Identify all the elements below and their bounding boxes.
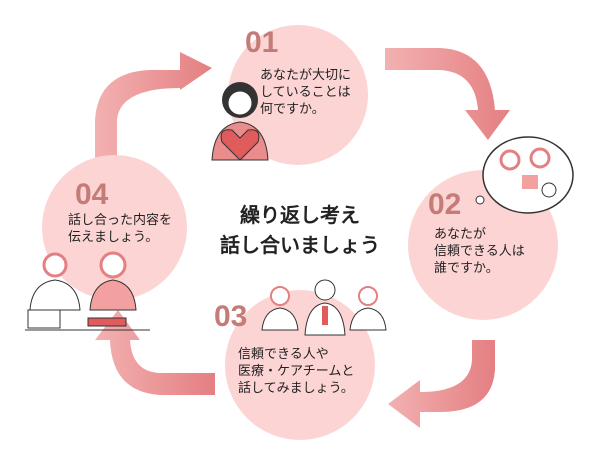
woman-with-heart-icon	[211, 82, 269, 161]
step-02-number: 02	[428, 188, 462, 221]
step-03-text: 信頼できる人や 医療・ケアチームと 話してみましょう。	[238, 347, 355, 396]
arrow-04-01	[95, 52, 212, 165]
two-people-talking-icon	[25, 251, 150, 331]
center-title: 繰り返し考え 話し合いましょう	[220, 203, 380, 257]
step-03-circle	[225, 290, 375, 440]
arrow-02-03	[388, 340, 495, 428]
step-01-number: 01	[245, 26, 279, 59]
arrow-03-04	[95, 310, 215, 395]
medical-team-icon	[261, 279, 387, 336]
step-02-text: あなたが 信頼できる人は 誰ですか。	[434, 227, 525, 276]
arrow-01-02	[385, 48, 510, 140]
step-04-number: 04	[75, 178, 109, 211]
step-03-number: 03	[214, 300, 248, 333]
step-04-text: 話し合った内容を 伝えましょう。	[68, 213, 173, 245]
step-01-text: あなたが大切に していることは 何ですか。	[260, 68, 352, 117]
family-thought-bubble-icon	[475, 136, 574, 214]
